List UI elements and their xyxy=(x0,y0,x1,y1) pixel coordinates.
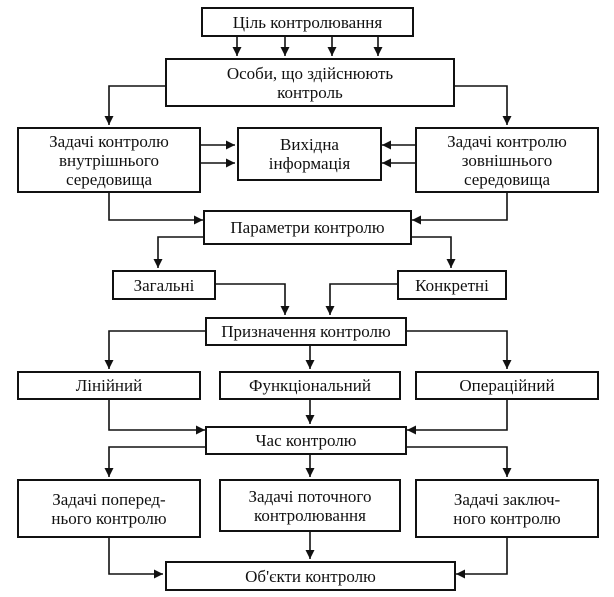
arrow-external-parameters xyxy=(412,193,508,225)
arrow-linear-time xyxy=(108,400,205,435)
initial-info-box: Вихідна інформація xyxy=(237,127,382,181)
external-tasks-box: Задачі контролю зовнішнього середовища xyxy=(415,127,599,193)
arrow-time-final xyxy=(407,446,512,477)
current-tasks-box: Задачі поточного контролювання xyxy=(219,479,401,532)
time-box: Час контролю xyxy=(205,426,407,455)
general-box: Загальні xyxy=(112,270,216,300)
arrow-persons-internal xyxy=(104,85,165,125)
arrow-operational-time xyxy=(407,400,508,435)
objects-box: Об'єкти контролю xyxy=(165,561,456,591)
persons-box: Особи, що здійснюють контроль xyxy=(165,58,455,107)
specific-box: Конкретні xyxy=(397,270,507,300)
goal-box: Ціль контролювання xyxy=(201,7,414,37)
arrow-purpose-operational xyxy=(407,330,512,369)
preliminary-tasks-box: Задачі поперед- нього контролю xyxy=(17,479,201,538)
arrow-internal-parameters xyxy=(108,193,203,225)
arrow-parameters-general xyxy=(153,236,203,268)
arrow-time-preliminary xyxy=(104,446,205,477)
arrow-final-objects xyxy=(456,538,508,579)
linear-box: Лінійний xyxy=(17,371,201,400)
parameters-box: Параметри контролю xyxy=(203,210,412,245)
arrow-purpose-linear xyxy=(104,330,205,369)
arrow-persons-external xyxy=(455,85,512,125)
arrow-parameters-specific xyxy=(412,236,456,268)
arrow-preliminary-objects xyxy=(108,538,163,579)
operational-box: Операційний xyxy=(415,371,599,400)
final-tasks-box: Задачі заключ- ного контролю xyxy=(415,479,599,538)
arrow-general-purpose xyxy=(216,283,290,315)
arrow-specific-purpose xyxy=(325,283,397,315)
internal-tasks-box: Задачі контролю внутрішнього середовища xyxy=(17,127,201,193)
functional-box: Функціональний xyxy=(219,371,401,400)
purpose-box: Призначення контролю xyxy=(205,317,407,346)
